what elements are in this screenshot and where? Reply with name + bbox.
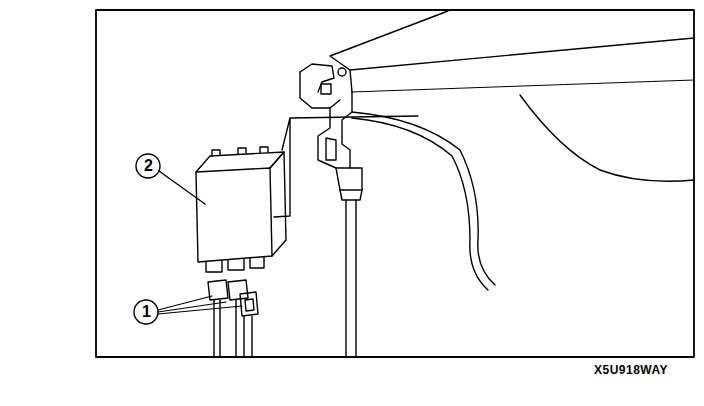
- callout-number: 1: [142, 304, 151, 320]
- figure-code: X5U918WAY: [594, 364, 668, 376]
- callout-number: 2: [144, 158, 153, 174]
